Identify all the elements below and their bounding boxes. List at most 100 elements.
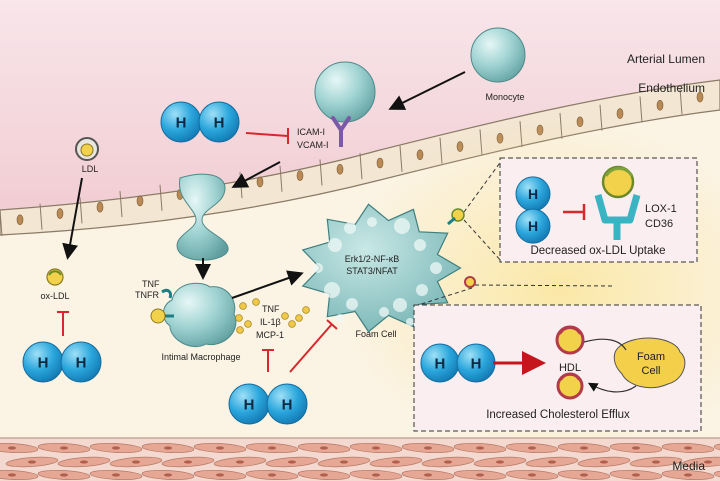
cytokine-particle bbox=[244, 320, 252, 328]
smooth-muscle-nucleus bbox=[112, 473, 120, 477]
smooth-muscle-nucleus bbox=[164, 446, 172, 450]
efflux-link-arrow bbox=[587, 382, 637, 393]
endothelial-nucleus bbox=[336, 164, 344, 175]
inhibit-oxidation-line bbox=[57, 311, 69, 336]
intimal-macrophage-label: Intimal Macrophage bbox=[161, 352, 240, 362]
smooth-muscle-nucleus bbox=[132, 460, 140, 464]
hydrogen-letter: H bbox=[76, 354, 87, 371]
endothelial-nucleus bbox=[256, 176, 264, 188]
cytokine-particle bbox=[239, 302, 247, 310]
smooth-muscle-nucleus bbox=[268, 446, 276, 450]
uptake-inset-panel: HH LOX-1 CD36 Decreased ox-LDL Uptake bbox=[499, 157, 698, 263]
cytokine-particle bbox=[235, 314, 243, 322]
ldl-particle: LDL bbox=[75, 137, 99, 174]
smooth-muscle-nucleus bbox=[704, 460, 712, 464]
pathway-label-2: STAT3/NFAT bbox=[346, 266, 398, 276]
smooth-muscle-nucleus bbox=[372, 473, 380, 477]
smooth-muscle-cell bbox=[713, 469, 720, 481]
foam-cell-box-label-1: Foam bbox=[637, 351, 665, 363]
ldl-oxidation-arrow bbox=[62, 177, 83, 260]
smooth-muscle-nucleus bbox=[392, 460, 400, 464]
smooth-muscle-nucleus bbox=[528, 446, 536, 450]
foam-cell-receptor-oxldl bbox=[447, 208, 465, 226]
smooth-muscle-nucleus bbox=[424, 446, 432, 450]
smooth-muscle-cells bbox=[0, 442, 720, 481]
smooth-muscle-nucleus bbox=[320, 446, 328, 450]
smooth-muscle-nucleus bbox=[112, 446, 120, 450]
foam-cell-lipid-droplets bbox=[313, 217, 442, 326]
smooth-muscle-nucleus bbox=[184, 460, 192, 464]
endothelial-cell-border bbox=[119, 191, 123, 218]
increased-efflux-label: Increased Cholesterol Efflux bbox=[486, 409, 630, 421]
efflux-link-top bbox=[583, 338, 627, 351]
tnfr-label: TNFR bbox=[135, 290, 159, 300]
smooth-muscle-nucleus bbox=[268, 473, 276, 477]
smooth-muscle-nucleus bbox=[216, 473, 224, 477]
monocyte: Monocyte bbox=[470, 27, 526, 102]
lipid-droplet bbox=[379, 307, 389, 317]
macrophage-to-foam-arrow bbox=[231, 270, 304, 299]
endothelium-label: Endothelium bbox=[638, 81, 705, 95]
smooth-muscle-nucleus bbox=[372, 446, 380, 450]
cytokine-particle bbox=[252, 298, 260, 306]
smooth-muscle-cell bbox=[713, 442, 720, 454]
icam-label: ICAM-I bbox=[297, 127, 325, 137]
smooth-muscle-nucleus bbox=[8, 446, 16, 450]
transmigration-arrow bbox=[231, 161, 281, 188]
smooth-muscle-nucleus bbox=[80, 460, 88, 464]
smooth-muscle-nucleus bbox=[548, 460, 556, 464]
ox-ldl-bound-macrophage bbox=[150, 308, 174, 324]
hydrogen-letter: H bbox=[176, 114, 187, 131]
hydrogen-letter: H bbox=[38, 354, 49, 371]
endothelial-nucleus bbox=[696, 91, 704, 103]
lipid-droplet bbox=[406, 318, 414, 326]
smooth-muscle-nucleus bbox=[8, 473, 16, 477]
smooth-muscle-nucleus bbox=[320, 473, 328, 477]
cytokine-particle bbox=[295, 314, 303, 322]
migrating-monocyte bbox=[176, 173, 229, 261]
hydrogen-atom bbox=[266, 383, 308, 425]
endothelial-cell-border bbox=[159, 184, 163, 211]
endothelial-nucleus bbox=[376, 157, 384, 169]
lipid-droplet bbox=[416, 284, 428, 296]
endothelial-cell-border bbox=[639, 96, 643, 123]
zoom-line-efflux-bottom bbox=[414, 287, 473, 307]
smooth-muscle-nucleus bbox=[60, 446, 68, 450]
lipid-droplet bbox=[393, 298, 407, 312]
cytokine-particle bbox=[236, 326, 244, 334]
hydrogen-letter: H bbox=[435, 355, 446, 372]
hydrogen-atom bbox=[60, 341, 102, 383]
monocyte-label: Monocyte bbox=[485, 92, 524, 102]
endothelial-cell-border bbox=[279, 165, 283, 192]
inhibit-foam-formation-line bbox=[289, 319, 338, 373]
foam-cell-hdl-particle bbox=[464, 276, 476, 288]
zoom-line-uptake-top bbox=[463, 159, 503, 213]
ox-ldl-label: ox-LDL bbox=[40, 291, 69, 301]
adhesion-receptor-icon bbox=[331, 116, 351, 147]
hydrogen-letter: H bbox=[214, 114, 225, 131]
endothelial-cell-border bbox=[399, 145, 403, 172]
ox-ldl-bound-receptor bbox=[601, 165, 635, 199]
smooth-muscle-nucleus bbox=[60, 473, 68, 477]
lipid-droplet bbox=[414, 239, 426, 251]
lipid-droplet bbox=[430, 262, 442, 274]
lipid-droplet bbox=[367, 217, 377, 227]
endothelial-nucleus bbox=[16, 214, 24, 226]
hdl-label: HDL bbox=[559, 362, 581, 374]
adhering-monocyte bbox=[314, 61, 376, 123]
zoom-line-efflux-top bbox=[474, 284, 613, 287]
vcam-label: VCAM-I bbox=[297, 140, 329, 150]
cytokine-particle bbox=[281, 312, 289, 320]
hydrogen-atom bbox=[515, 208, 551, 244]
smooth-muscle-nucleus bbox=[164, 473, 172, 477]
endothelial-nucleus bbox=[136, 195, 144, 207]
tnfr-receptor-icon bbox=[161, 288, 172, 299]
smooth-muscle-nucleus bbox=[28, 460, 36, 464]
hdl-particle-bottom bbox=[556, 372, 584, 400]
ldl-label: LDL bbox=[82, 164, 99, 174]
hdl-particle-top bbox=[555, 325, 585, 355]
